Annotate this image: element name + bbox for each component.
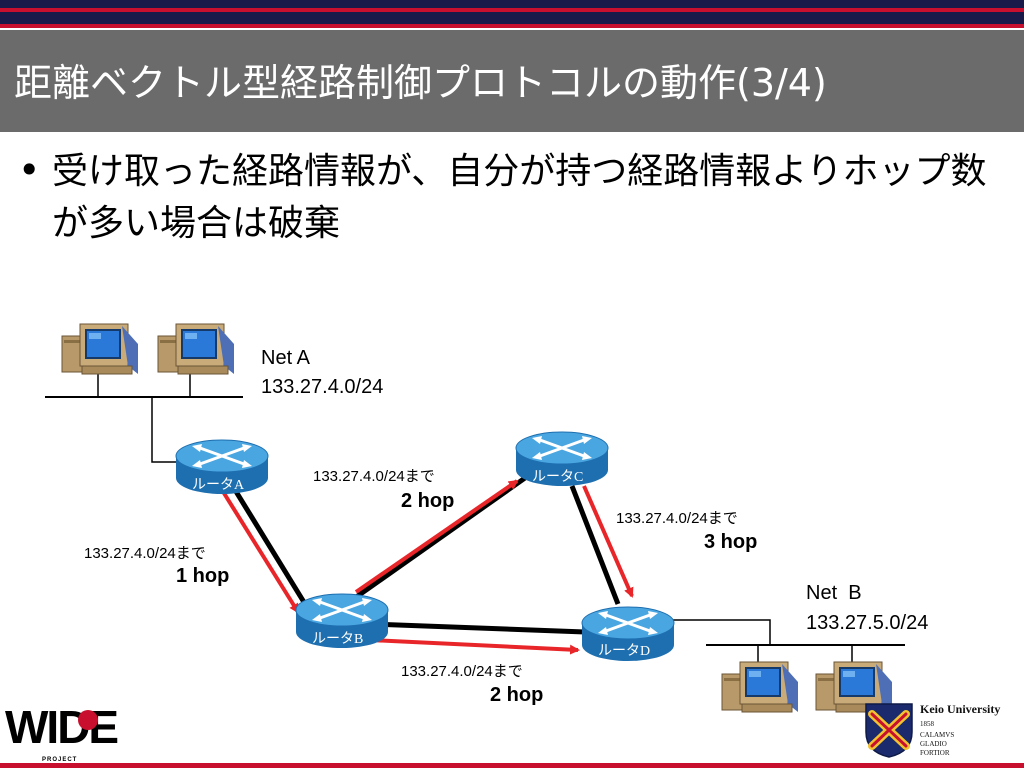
router-c-label: ルータC — [532, 470, 584, 485]
slide-title: 距離ベクトル型経路制御プロトコルの動作(3/4) — [14, 61, 827, 105]
route-b-d-hops: 2 hop — [490, 684, 544, 706]
route-b-c-dest: 133.27.4.0/24まで — [313, 468, 435, 485]
pc-icon — [157, 323, 235, 375]
keio-crest-icon — [865, 703, 913, 758]
pc-icon — [721, 661, 799, 713]
route-arrow-c-d — [582, 485, 634, 598]
top-stripe-red-2 — [0, 24, 1024, 28]
route-arrow-a-b — [220, 488, 300, 614]
net-a-name: Net A — [261, 347, 310, 369]
route-c-d-hops: 3 hop — [704, 531, 758, 553]
wide-logo: WIDE — [5, 701, 119, 753]
keio-motto-1: CALAMVS — [920, 731, 955, 739]
wide-logo-subtitle: PROJECT — [42, 757, 78, 763]
bullet-marker: • — [18, 148, 41, 192]
link-c-d — [569, 485, 621, 605]
keio-motto-2: GLADIO — [920, 740, 947, 748]
route-arrow-b-d — [369, 638, 580, 655]
keio-university-name: Keio University — [920, 702, 1001, 716]
link-b-c — [350, 475, 527, 603]
link-a-b — [229, 483, 313, 614]
route-b-c-hops: 2 hop — [401, 490, 455, 512]
route-arrow-b-c — [354, 479, 519, 594]
router-b-label: ルータB — [312, 632, 364, 647]
keio-motto-3: FORTIOR — [920, 749, 950, 757]
route-c-d-dest: 133.27.4.0/24まで — [616, 510, 738, 527]
top-stripe-dark-2 — [0, 12, 1024, 24]
bullet-text: 受け取った経路情報が、自分が持つ経路情報よりホップ数が多い場合は破棄 — [52, 151, 987, 244]
wide-logo-mark — [78, 710, 98, 730]
title-bar — [0, 30, 1024, 132]
keio-year: 1858 — [920, 720, 934, 728]
top-stripe-red — [0, 8, 1024, 12]
pc-icon — [61, 323, 139, 375]
net-a-prefix: 133.27.4.0/24 — [261, 376, 384, 398]
net-b-prefix: 133.27.5.0/24 — [806, 612, 929, 634]
router-a-label: ルータA — [192, 478, 245, 493]
router-d-label: ルータD — [598, 644, 651, 659]
route-a-b-dest: 133.27.4.0/24まで — [84, 545, 206, 562]
bottom-stripe — [0, 763, 1024, 768]
net-b-name: Net B — [806, 582, 862, 604]
route-b-d-dest: 133.27.4.0/24まで — [401, 663, 523, 680]
top-stripe-dark — [0, 0, 1024, 8]
route-a-b-hops: 1 hop — [176, 565, 230, 587]
link-b-d — [371, 621, 586, 635]
